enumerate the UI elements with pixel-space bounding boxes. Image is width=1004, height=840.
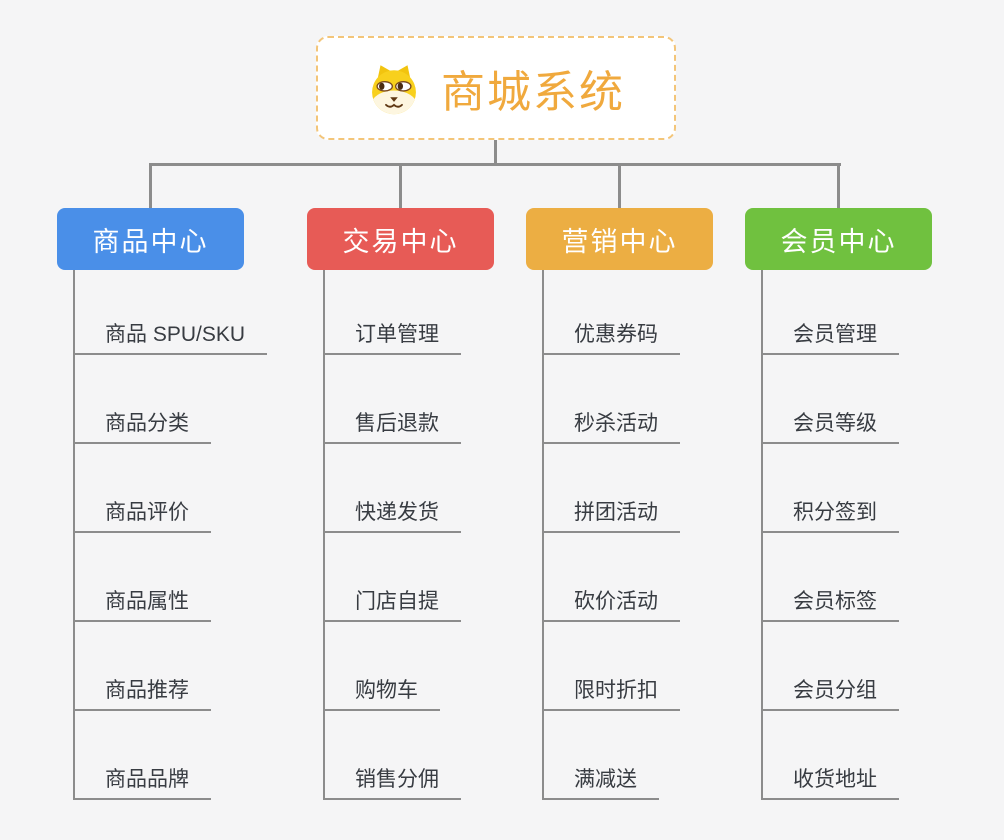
child-topic[interactable]: 秒杀活动 — [544, 355, 680, 444]
child-topic[interactable]: 砍价活动 — [544, 533, 680, 622]
branch-children: 会员管理会员等级积分签到会员标签会员分组收货地址 — [761, 270, 932, 800]
child-topic[interactable]: 积分签到 — [763, 444, 899, 533]
connector-line-root-drop — [494, 140, 497, 164]
child-topic[interactable]: 会员分组 — [763, 622, 899, 711]
child-topic[interactable]: 快递发货 — [325, 444, 461, 533]
connector-line-drop-3 — [618, 166, 621, 208]
root-node[interactable]: 商城系统 — [316, 36, 676, 140]
child-topic[interactable]: 商品品牌 — [75, 711, 211, 800]
child-topic[interactable]: 会员管理 — [763, 270, 899, 355]
connector-line-drop-4 — [837, 166, 840, 208]
branch-children: 订单管理售后退款快递发货门店自提购物车销售分佣 — [323, 270, 494, 800]
shiba-dog-icon — [372, 65, 416, 115]
branch-label: 交易中心 — [342, 226, 459, 257]
connector-line-horizontal — [149, 163, 841, 166]
child-topic[interactable]: 销售分佣 — [325, 711, 461, 800]
child-topic[interactable]: 会员等级 — [763, 355, 899, 444]
child-topic[interactable]: 订单管理 — [325, 270, 461, 355]
branch-column: 交易中心 订单管理售后退款快递发货门店自提购物车销售分佣 — [307, 208, 494, 800]
child-topic[interactable]: 商品推荐 — [75, 622, 211, 711]
branch-label: 营销中心 — [561, 226, 678, 257]
child-topic[interactable]: 商品评价 — [75, 444, 211, 533]
branch-children: 优惠券码秒杀活动拼团活动砍价活动限时折扣满减送 — [542, 270, 713, 800]
root-title: 商城系统 — [441, 68, 625, 117]
branch-header[interactable]: 营销中心 — [526, 208, 713, 270]
connector-line-drop-2 — [399, 166, 402, 208]
child-topic[interactable]: 购物车 — [325, 622, 440, 711]
child-topic[interactable]: 优惠券码 — [544, 270, 680, 355]
branch-column: 会员中心 会员管理会员等级积分签到会员标签会员分组收货地址 — [745, 208, 932, 800]
branch-header[interactable]: 商品中心 — [57, 208, 244, 270]
child-topic[interactable]: 会员标签 — [763, 533, 899, 622]
branch-column: 营销中心 优惠券码秒杀活动拼团活动砍价活动限时折扣满减送 — [526, 208, 713, 800]
child-topic[interactable]: 收货地址 — [763, 711, 899, 800]
branch-header[interactable]: 交易中心 — [307, 208, 494, 270]
connector-line-drop-1 — [149, 166, 152, 208]
child-topic[interactable]: 拼团活动 — [544, 444, 680, 533]
child-topic[interactable]: 门店自提 — [325, 533, 461, 622]
child-topic[interactable]: 商品 SPU/SKU — [75, 270, 268, 355]
child-topic[interactable]: 商品属性 — [75, 533, 211, 622]
child-topic[interactable]: 限时折扣 — [544, 622, 680, 711]
branch-header[interactable]: 会员中心 — [745, 208, 932, 270]
branch-label: 商品中心 — [92, 226, 209, 257]
branch-label: 会员中心 — [780, 226, 897, 257]
child-topic[interactable]: 商品分类 — [75, 355, 211, 444]
child-topic[interactable]: 满减送 — [544, 711, 659, 800]
child-topic[interactable]: 售后退款 — [325, 355, 461, 444]
